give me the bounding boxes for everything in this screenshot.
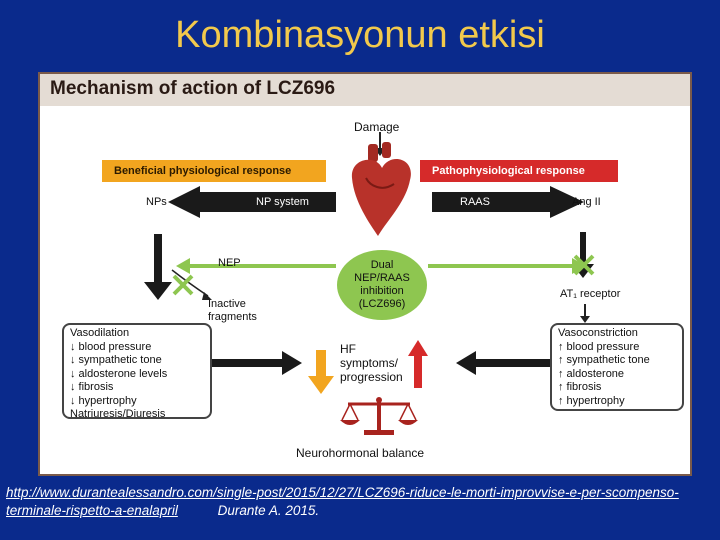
balance-scale-icon — [340, 397, 418, 435]
dual-inhibition-node: Dual NEP/RAAS inhibition (LCZ696) — [337, 250, 427, 320]
list-item: ↑ sympathetic tone — [558, 354, 650, 366]
dual-line: inhibition — [360, 285, 404, 297]
raas-arrow — [432, 186, 584, 218]
slide-title: Kombinasyonun etkisi — [175, 14, 545, 56]
list-item: ↓ aldosterone levels — [70, 367, 168, 380]
damage-label: Damage — [354, 120, 400, 134]
hf-line: HF — [340, 342, 356, 356]
vasodilation-box: Vasodilation ↓ blood pressure ↓ sympathe… — [62, 323, 212, 420]
vasodilation-footer: Natriuresis/Diuresis — [70, 408, 166, 420]
beneficial-banner: Beneficial physiological response — [102, 160, 326, 182]
list-item: ↓ sympathetic tone — [70, 354, 162, 366]
list-item: ↓ blood pressure — [70, 340, 152, 353]
figure-title: Mechanism of action of LCZ696 — [50, 78, 336, 99]
raas-label: RAAS — [460, 196, 490, 208]
figure-header: Mechanism of action of LCZ696 — [40, 74, 690, 106]
diagram-arrows — [144, 132, 595, 435]
neurohormonal-balance-label: Neurohormonal balance — [296, 446, 425, 460]
at1-receptor-label: AT₁ receptor — [560, 288, 621, 300]
list-item: ↓ fibrosis — [70, 381, 114, 393]
hf-line: symptoms/ — [340, 356, 399, 370]
list-item: ↑ fibrosis — [558, 381, 602, 393]
inactive-label: Inactive — [208, 298, 246, 310]
np-system-label: NP system — [256, 196, 309, 208]
list-item: ↑ hypertrophy — [558, 394, 625, 407]
list-item: ↑ blood pressure — [558, 340, 640, 353]
vasoconstriction-header: Vasoconstriction — [558, 327, 638, 339]
fragments-label: fragments — [208, 311, 257, 323]
dual-line: (LCZ696) — [358, 298, 406, 310]
nep-label: NEP — [218, 257, 241, 269]
pathophysiological-banner: Pathophysiological response — [420, 160, 618, 182]
mechanism-figure: Mechanism of action of LCZ696 — [38, 72, 692, 476]
nps-label: NPs — [146, 196, 167, 208]
list-item: ↑ aldosterone — [558, 367, 625, 380]
hf-text: HF symptoms/ progression — [340, 342, 403, 384]
vasodilation-header: Vasodilation — [70, 327, 130, 339]
ang2-label: Ang II — [572, 196, 601, 208]
vasoconstriction-box: Vasoconstriction ↑ blood pressure ↑ symp… — [550, 323, 684, 411]
citation: http://www.durantealessandro.com/single-… — [6, 484, 706, 520]
heart-icon — [351, 142, 411, 236]
dual-line: NEP/RAAS — [354, 272, 410, 284]
np-system-arrow — [168, 186, 336, 218]
citation-link[interactable]: http://www.durantealessandro.com/single-… — [6, 485, 679, 518]
list-item: ↓ hypertrophy — [70, 394, 137, 407]
hf-line: progression — [340, 370, 403, 384]
citation-author: Durante A. 2015. — [217, 503, 320, 518]
dual-line: Dual — [370, 259, 394, 271]
